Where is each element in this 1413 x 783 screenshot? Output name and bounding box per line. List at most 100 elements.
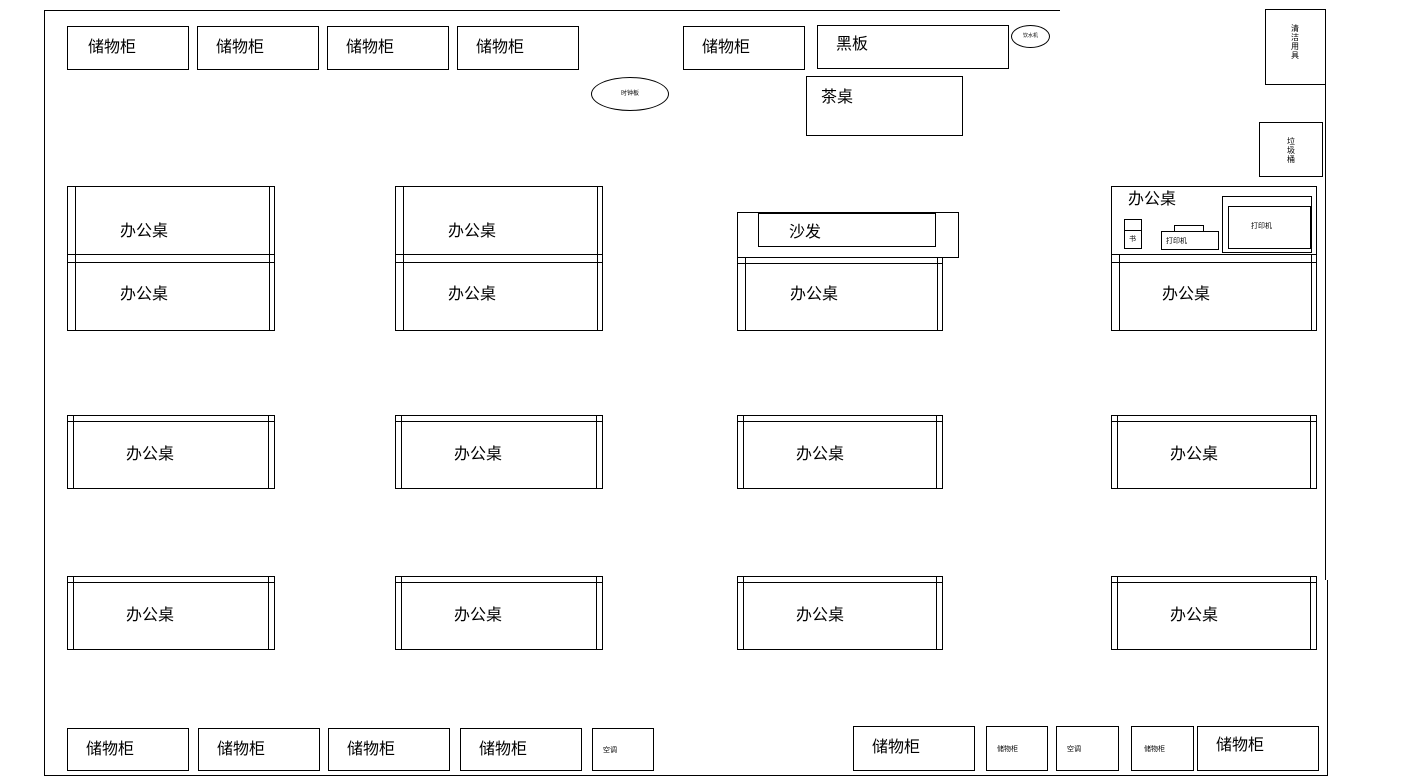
desk-edge	[403, 255, 404, 330]
printer-small-label: 打印机	[1166, 237, 1187, 245]
cabinet-label: 储物柜	[702, 37, 751, 56]
cabinet-label: 储物柜	[1216, 735, 1265, 754]
desk-label: 办公桌	[1162, 284, 1211, 303]
cabinet-top-3: 储物柜	[327, 26, 449, 70]
sofa: 沙发	[758, 213, 936, 247]
desk-edge	[936, 416, 937, 488]
cabinet-label: 储物柜	[872, 737, 921, 756]
cabinet-top-2: 储物柜	[197, 26, 319, 70]
blackboard: 黑板	[817, 25, 1009, 69]
oval-marker-right: 饮水机	[1011, 25, 1050, 48]
ac-unit-1: 空调	[592, 728, 654, 771]
desk-row3-1: 办公桌	[67, 576, 275, 650]
desk-group-1-bottom: 办公桌	[67, 254, 275, 331]
desk-edge	[68, 262, 274, 263]
desk-row3-3: 办公桌	[737, 576, 943, 650]
desk-group-4-top: 办公桌 书 打印机 打印机	[1111, 186, 1317, 258]
desk-edge	[1311, 255, 1312, 330]
desk-edge	[1310, 577, 1311, 649]
cabinet-bottom-2: 储物柜	[198, 728, 320, 771]
desk-label: 办公桌	[448, 221, 497, 240]
oval-left-text: 时钟板	[620, 90, 639, 97]
desk-group-3-bottom: 办公桌	[737, 257, 943, 331]
oval-marker-left: 时钟板	[591, 77, 669, 111]
desk-label: 办公桌	[120, 284, 169, 303]
desk-row3-4: 办公桌	[1111, 576, 1317, 650]
desk-label: 办公桌	[796, 444, 845, 463]
desk-edge	[268, 416, 269, 488]
desk-edge	[743, 577, 744, 649]
desk-edge	[738, 263, 942, 264]
cabinet-top-5: 储物柜	[683, 26, 805, 70]
desk-label: 办公桌	[1170, 605, 1219, 624]
desk-edge	[1112, 582, 1316, 583]
printer-large: 打印机	[1222, 196, 1312, 253]
room-wall-bottom	[44, 775, 1328, 776]
small-box: 书	[1124, 219, 1142, 249]
desk-label: 办公桌	[454, 605, 503, 624]
cabinet-label: 储物柜	[216, 37, 265, 56]
tea-table-label: 茶桌	[821, 87, 854, 106]
desk-edge	[1310, 416, 1311, 488]
printer-large-label: 打印机	[1251, 222, 1272, 230]
desk-edge	[936, 577, 937, 649]
desk-edge	[738, 582, 942, 583]
cabinet-top-4: 储物柜	[457, 26, 579, 70]
cabinet-label: 储物柜	[347, 739, 396, 758]
side-top-text: 清洁用具	[1291, 24, 1299, 60]
desk-edge	[401, 416, 402, 488]
desk-row2-2: 办公桌	[395, 415, 603, 489]
desk-row2-1: 办公桌	[67, 415, 275, 489]
desk-label: 办公桌	[1128, 189, 1177, 208]
cabinet-bottom-small-2: 储物柜	[1131, 726, 1194, 771]
cabinet-small-label: 储物柜	[1144, 745, 1165, 753]
printer-large-inner: 打印机	[1228, 206, 1311, 249]
cabinet-label: 储物柜	[346, 37, 395, 56]
side-box-top: 清洁用具	[1265, 9, 1326, 85]
blackboard-label: 黑板	[836, 34, 869, 53]
cabinet-bottom-4: 储物柜	[460, 728, 582, 771]
desk-row3-2: 办公桌	[395, 576, 603, 650]
desk-label: 办公桌	[790, 284, 839, 303]
desk-edge	[75, 255, 76, 330]
room-wall-right	[1325, 10, 1326, 580]
desk-label: 办公桌	[796, 605, 845, 624]
side-mid-text: 垃圾桶	[1287, 137, 1295, 164]
ac-unit-2: 空调	[1056, 726, 1119, 771]
small-box-text: 书	[1129, 235, 1136, 243]
desk-edge	[269, 255, 270, 330]
desk-edge	[269, 187, 270, 257]
side-box-middle: 垃圾桶	[1259, 122, 1323, 177]
desk-edge	[403, 187, 404, 257]
desk-label: 办公桌	[448, 284, 497, 303]
cabinet-bottom-small: 储物柜	[986, 726, 1048, 771]
desk-group-1-top: 办公桌	[67, 186, 275, 258]
desk-row2-3: 办公桌	[737, 415, 943, 489]
desk-edge	[1112, 421, 1316, 422]
desk-row2-4: 办公桌	[1111, 415, 1317, 489]
cabinet-small-label: 储物柜	[997, 745, 1018, 753]
desk-edge	[73, 577, 74, 649]
desk-edge	[745, 258, 746, 330]
cabinet-top-1: 储物柜	[67, 26, 189, 70]
cabinet-label: 储物柜	[476, 37, 525, 56]
ac-label: 空调	[1067, 745, 1081, 753]
desk-edge	[743, 416, 744, 488]
cabinet-bottom-1: 储物柜	[67, 728, 189, 771]
desk-edge	[75, 187, 76, 257]
desk-group-4-bottom: 办公桌	[1111, 254, 1317, 331]
desk-label: 办公桌	[126, 605, 175, 624]
printer-small-top	[1174, 225, 1204, 232]
desk-edge	[68, 582, 274, 583]
desk-edge	[1119, 255, 1120, 330]
printer-small: 打印机	[1161, 231, 1219, 250]
desk-edge	[597, 187, 598, 257]
ac-label: 空调	[603, 746, 617, 754]
desk-label: 办公桌	[454, 444, 503, 463]
cabinet-label: 储物柜	[479, 739, 528, 758]
desk-group-2-bottom: 办公桌	[395, 254, 603, 331]
desk-label: 办公桌	[126, 444, 175, 463]
oval-right-text: 饮水机	[1022, 33, 1038, 39]
tea-table: 茶桌	[806, 76, 963, 136]
desk-label: 办公桌	[120, 221, 169, 240]
